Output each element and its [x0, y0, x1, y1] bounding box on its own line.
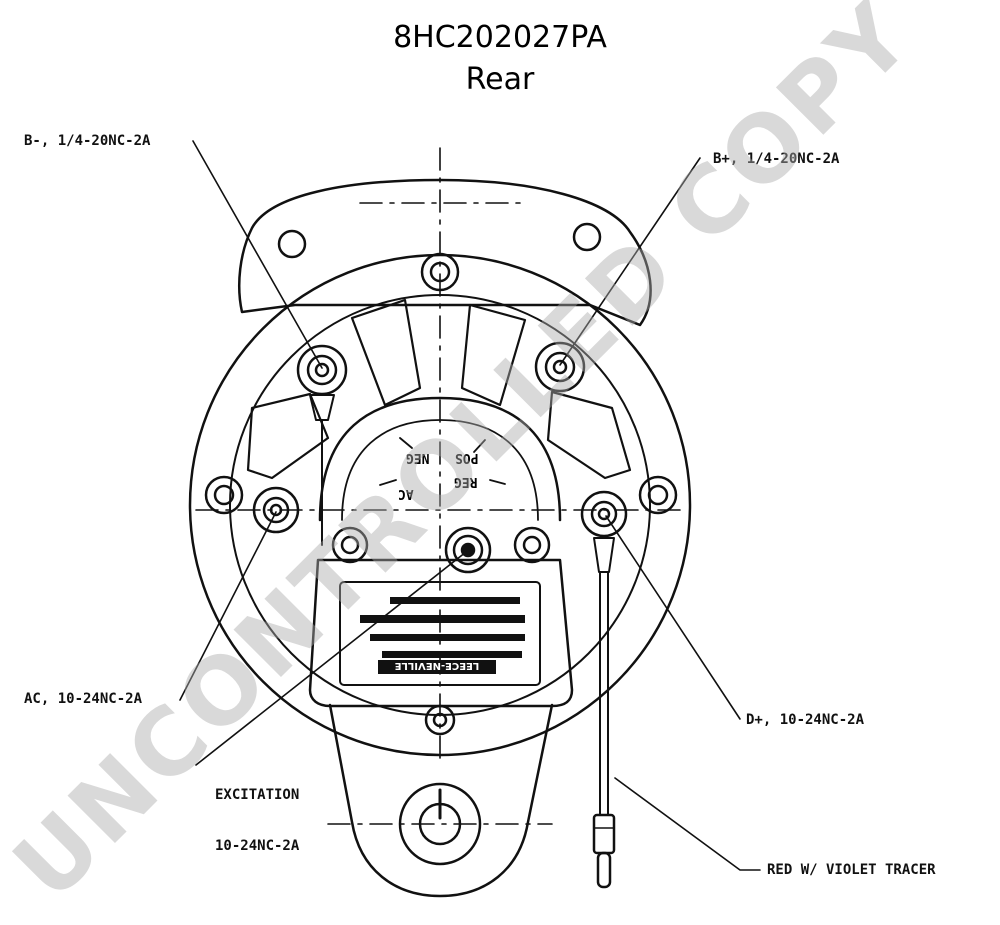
regulator-plate [339, 581, 541, 686]
regulator-dome [318, 396, 562, 522]
cooling-vents [246, 298, 632, 480]
b-plus-terminal [534, 341, 586, 393]
regulator-body [308, 558, 574, 708]
regulator-logo-plate [378, 660, 496, 674]
callout-excitation: EXCITATION 10-24NC-2A [215, 753, 299, 889]
part-number-title: 8HC202027PA [393, 20, 607, 55]
mounting-foot-bore [398, 782, 482, 866]
regulator-logo-text: LEECE-NEVILLE [395, 660, 480, 671]
d-plus-terminal [580, 490, 628, 573]
regulator-fins [360, 597, 525, 658]
wire-lead [592, 571, 616, 889]
ac-terminal [252, 486, 300, 534]
callout-excitation-line2: 10-24NC-2A [215, 838, 300, 854]
view-subtitle: Rear [465, 62, 535, 97]
housing-bolts [204, 252, 678, 736]
callout-b-minus: B-, 1/4-20NC-2A [24, 133, 151, 149]
ear-holes [277, 222, 602, 259]
housing-mark-ac: AC [398, 486, 414, 501]
excitation-terminal [444, 526, 492, 574]
leader-lines [179, 140, 761, 871]
callout-d-plus: D+, 10-24NC-2A [746, 712, 865, 728]
callout-b-plus: B+, 1/4-20NC-2A [713, 151, 840, 167]
callout-ac: AC, 10-24NC-2A [24, 691, 143, 707]
callout-wire: RED W/ VIOLET TRACER [767, 862, 936, 878]
housing-mark-pos: POS [455, 450, 479, 465]
housing-mark-neg: NEG [406, 450, 430, 465]
regulator-dome-inner [341, 419, 539, 521]
center-lines [195, 147, 683, 825]
bottom-mounting-foot [328, 703, 554, 898]
top-mounting-ear [237, 178, 652, 327]
housing-mark-reg: REG [454, 474, 478, 489]
callout-excitation-line1: EXCITATION [215, 787, 300, 803]
housing-mark-arrows [379, 437, 506, 486]
b-minus-terminal [296, 344, 348, 546]
